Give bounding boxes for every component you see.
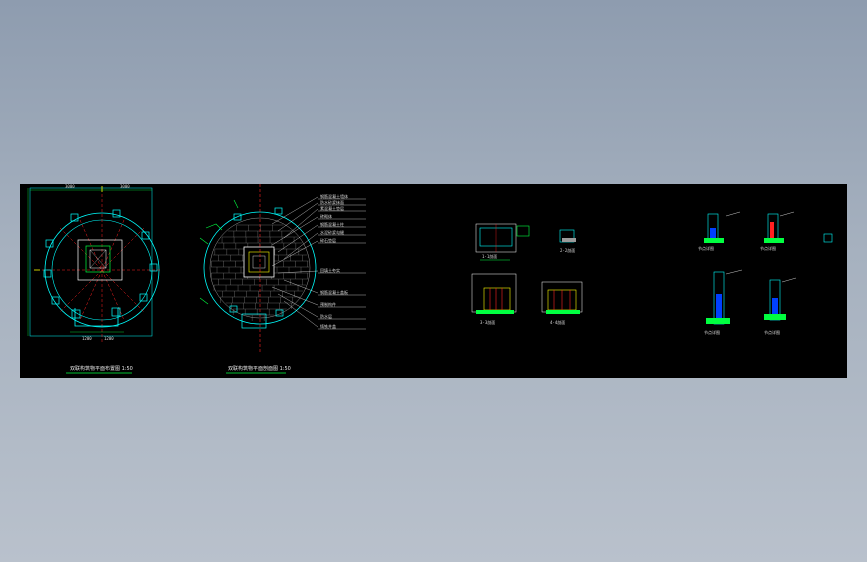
callout-label: 砖砌体 — [320, 213, 332, 219]
callout-label: 防水层 — [320, 313, 332, 319]
callout-label: 预制构件 — [320, 301, 336, 307]
plan-1-title: 双联构筑物平面布置图 1:50 — [70, 365, 133, 372]
callout-leader — [283, 208, 319, 239]
callout-leader — [271, 286, 319, 306]
cad-drawing: 3000 3000 — [27, 184, 833, 374]
callout-label: 防水砂浆抹面 — [320, 199, 344, 205]
callout-label: 钢筋混凝土墙体 — [320, 193, 348, 199]
callout-label: 钢筋混凝土柱 — [320, 221, 344, 227]
callout-label: 碎石垫层 — [320, 237, 336, 243]
callout-leader — [283, 232, 319, 260]
callout-leader — [271, 216, 319, 246]
callout-leader — [271, 240, 319, 267]
callout-leader — [277, 224, 319, 253]
node-3-label: 节点详图 — [704, 329, 720, 335]
plan-view-2: 钢筋混凝土墙体防水砂浆抹面素混凝土垫层砖砌体钢筋混凝土柱水泥砂浆勾缝碎石垫层回填… — [199, 184, 366, 374]
svg-text:1200: 1200 — [104, 336, 114, 341]
svg-text:3000: 3000 — [120, 184, 130, 189]
detail-3-label: 3-3剖面 — [480, 319, 495, 325]
callout-leader — [283, 300, 319, 328]
callout-label: 回填土夯实 — [320, 267, 340, 273]
detail-4-label: 4-4剖面 — [550, 319, 565, 325]
callout-leader — [277, 293, 319, 318]
detail-1-label: 1-1剖面 — [482, 253, 497, 259]
svg-text:3000: 3000 — [65, 184, 75, 189]
node-2-label: 节点详图 — [760, 245, 776, 251]
node-1-label: 节点详图 — [698, 245, 714, 251]
plan-view-1: 3000 3000 — [27, 184, 162, 374]
callout-leader — [277, 270, 319, 274]
svg-text:1200: 1200 — [82, 336, 92, 341]
callout-label: 水泥砂浆勾缝 — [320, 229, 344, 235]
callout-leader — [283, 279, 319, 294]
callout-leader — [271, 196, 319, 225]
node-4-label: 节点详图 — [764, 329, 780, 335]
callout-label: 钢筋混凝土盖板 — [320, 289, 348, 295]
cad-drawing-canvas: 3000 3000 — [20, 184, 847, 378]
callout-leader — [277, 202, 319, 232]
detail-group-middle: 1-1剖面 2-2剖面 3-3剖面 4-4剖面 — [471, 223, 583, 325]
callout-label: 铸铁井盖 — [320, 323, 336, 329]
detail-2-label: 2-2剖面 — [560, 247, 575, 253]
detail-group-right: 节点详图 节点详图 节点详图 节点详图 — [698, 211, 833, 335]
plan-2-title: 双联构筑物平面剖面图 1:50 — [228, 365, 291, 372]
callout-label: 素混凝土垫层 — [320, 205, 344, 211]
